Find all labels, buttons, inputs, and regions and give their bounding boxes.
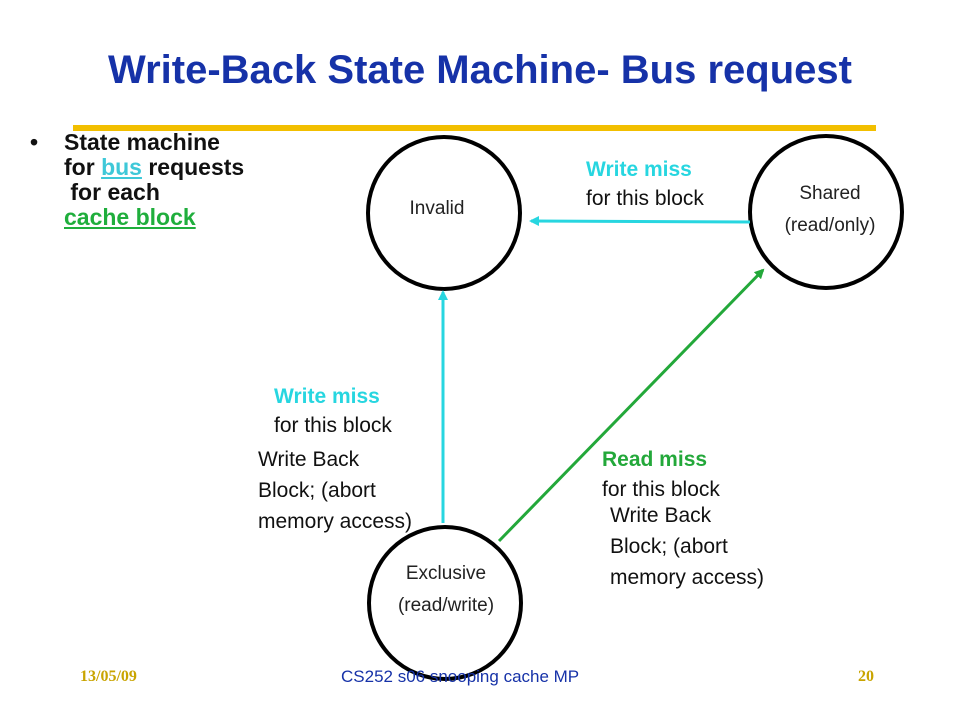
bus-keyword: bus bbox=[101, 154, 142, 180]
cache-block-keyword: cache block bbox=[64, 204, 196, 230]
footer-date: 13/05/09 bbox=[80, 668, 137, 685]
state-shared-circle bbox=[748, 134, 904, 290]
state-exclusive-circle bbox=[367, 525, 523, 681]
bullet-line-1: State machine bbox=[64, 129, 220, 155]
exclusive-invalid-detail: for this block bbox=[274, 414, 392, 437]
state-invalid-label: Invalid bbox=[409, 198, 465, 219]
arrow-shared-to-invalid bbox=[529, 216, 751, 227]
bullet-line-3: for each bbox=[64, 179, 160, 205]
shared-invalid-event: Write miss bbox=[586, 158, 692, 181]
exclusive-invalid-action: Write Back Block; (abort memory access) bbox=[258, 448, 413, 533]
bullet-line-2-prefix: for bbox=[64, 154, 102, 180]
exclusive-shared-event: Read miss bbox=[602, 448, 708, 471]
shared-invalid-detail: for this block bbox=[586, 187, 704, 210]
state-shared-label: Shared (read/only) bbox=[784, 183, 876, 236]
exclusive-shared-detail: for this block bbox=[602, 478, 720, 501]
arrow-exclusive-to-shared bbox=[497, 268, 765, 543]
exclusive-shared-action: Write Back Block; (abort memory access) bbox=[610, 504, 765, 589]
footer-page-number: 20 bbox=[858, 668, 874, 685]
bullet-line-2-suffix: requests bbox=[141, 154, 245, 180]
bullet-dot: • bbox=[30, 129, 39, 155]
state-invalid-circle bbox=[366, 135, 522, 291]
state-exclusive-label: Exclusive (read/write) bbox=[397, 563, 495, 616]
footer-course: CS252 s06 snooping cache MP bbox=[341, 667, 580, 686]
title-underline bbox=[73, 125, 876, 131]
slide-title: Write-Back State Machine- Bus request bbox=[108, 48, 852, 92]
bullet-line-2: for bus requests bbox=[64, 155, 244, 180]
exclusive-invalid-event: Write miss bbox=[274, 385, 380, 408]
